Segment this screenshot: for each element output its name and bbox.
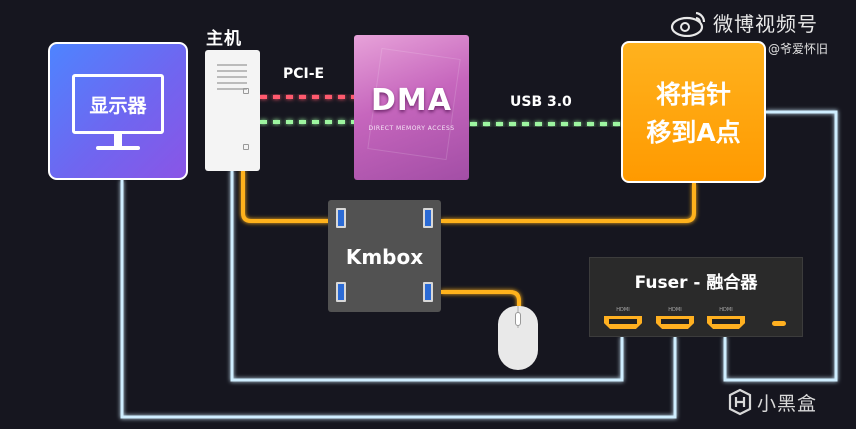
fuser-to-target-cable <box>723 110 838 382</box>
host-title: 主机 <box>206 29 242 49</box>
kmbox-label: Kmbox <box>345 245 424 269</box>
tower-bay <box>217 82 247 84</box>
usbc-port-icon <box>772 321 786 326</box>
hdmi-port-icon <box>604 316 642 329</box>
dma-card: DMA DIRECT MEMORY ACCESS <box>354 35 469 180</box>
kmbox-to-target-cable <box>441 183 696 223</box>
tower-bay <box>217 64 247 66</box>
usb-port-icon <box>423 208 433 228</box>
hdmi-port-caption: HDMI <box>719 307 733 313</box>
weibo-logo-icon <box>670 11 706 37</box>
target-line-1: 将指针 <box>655 80 731 109</box>
monitor-card: 显示器 <box>48 42 188 180</box>
usb-port-icon <box>336 208 346 228</box>
tower-bay <box>217 76 247 78</box>
usb-port-icon <box>336 282 346 302</box>
pcie-label: PCI-E <box>283 66 325 82</box>
heybox-watermark-text: 小黑盒 <box>757 393 818 415</box>
fuser-device: Fuser - 融合器 HDMI HDMI HDMI <box>589 257 803 337</box>
dma-label: DMA <box>371 83 452 118</box>
monitor-foot <box>96 146 140 150</box>
tower-bay <box>217 70 247 72</box>
tower-led <box>243 88 249 94</box>
host-tower-icon <box>205 50 260 171</box>
monitor-screen: 显示器 <box>72 74 164 134</box>
tower-button <box>243 144 249 150</box>
monitor-to-fuser-cable <box>120 180 677 419</box>
dma-sublabel: DIRECT MEMORY ACCESS <box>368 125 455 132</box>
weibo-title: 微博视频号 <box>713 12 818 36</box>
monitor-label: 显示器 <box>89 94 147 117</box>
mouse-icon <box>498 306 538 370</box>
hdmi-port-caption: HDMI <box>668 307 682 313</box>
usb-port-icon <box>423 282 433 302</box>
mouse-wheel <box>515 312 521 326</box>
usb-label: USB 3.0 <box>510 94 572 110</box>
monitor-neck <box>114 134 122 148</box>
hdmi-port-icon <box>656 316 694 329</box>
kmbox-device: Kmbox <box>328 200 441 312</box>
heybox-logo-icon <box>728 388 752 416</box>
host-to-fuser-cable <box>230 170 624 382</box>
target-line-2: 移到A点 <box>646 118 741 147</box>
weibo-handle: @爷爱怀旧 <box>768 42 829 56</box>
kmbox-to-mouse-cable <box>441 290 521 308</box>
fuser-label: Fuser - 融合器 <box>634 273 758 293</box>
host-to-kmbox-cable <box>241 170 330 223</box>
hdmi-port-icon <box>707 316 745 329</box>
tower-bay <box>217 88 247 90</box>
hdmi-port-caption: HDMI <box>616 307 630 313</box>
target-card: 将指针 移到A点 <box>621 41 766 183</box>
